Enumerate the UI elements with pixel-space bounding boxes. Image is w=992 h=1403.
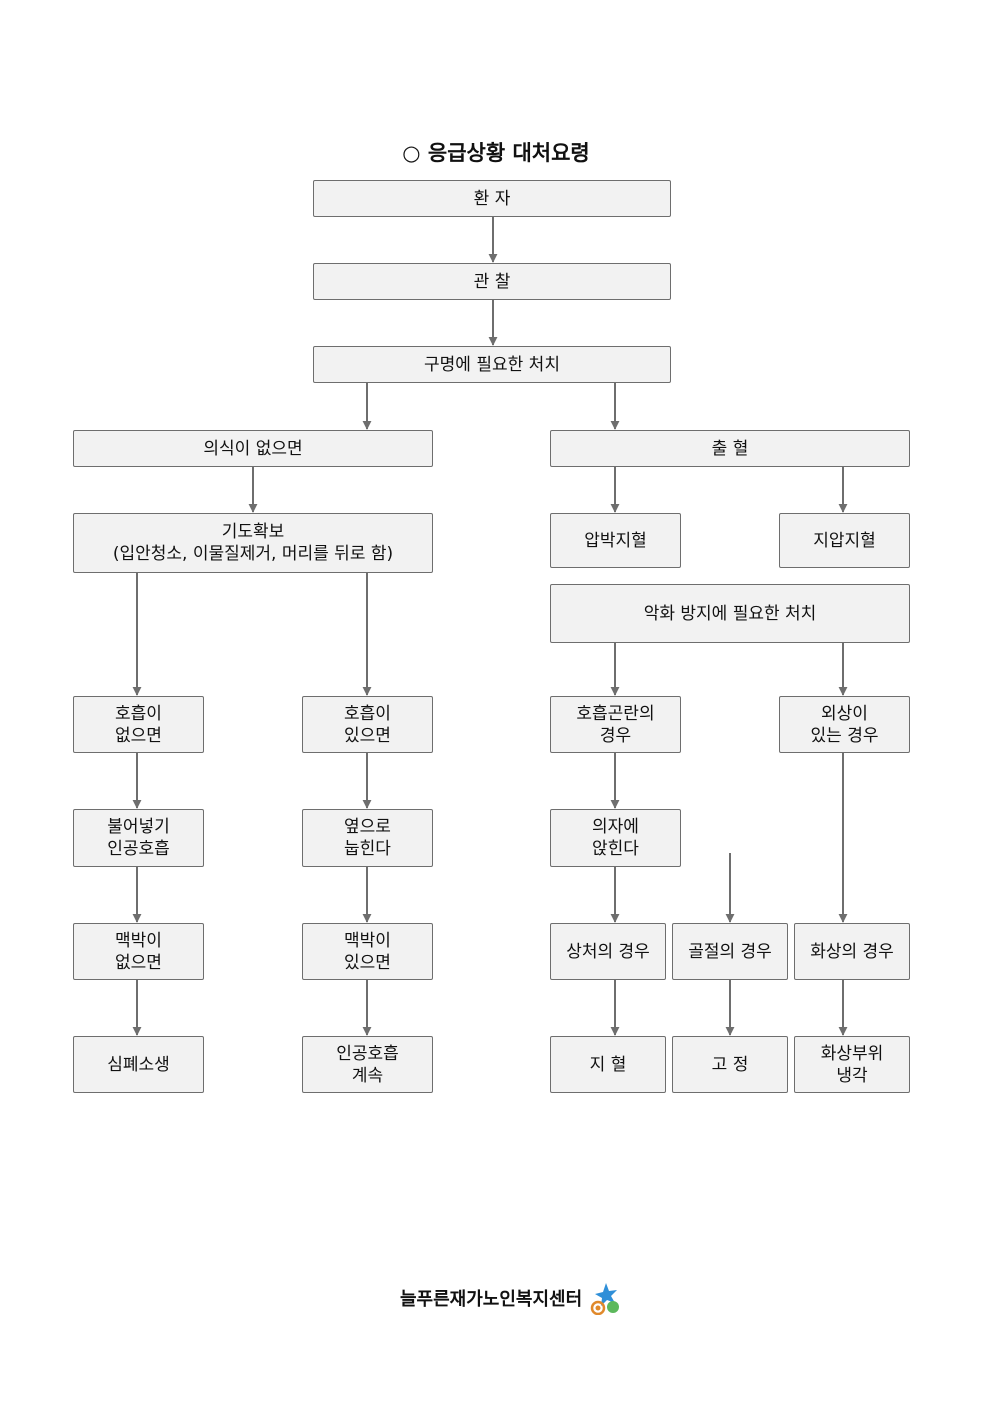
node-text-line: (입안청소, 이물질제거, 머리를 뒤로 함) <box>112 544 394 564</box>
node-stop: 지 혈 <box>550 1036 666 1093</box>
node-text-line: 인공호흡 <box>107 839 170 859</box>
node-text-line: 없으면 <box>115 725 162 746</box>
node-airway: 기도확보(입안청소, 이물질제거, 머리를 뒤로 함) <box>73 513 433 573</box>
node-text-line: 눕힌다 <box>344 839 391 859</box>
node-text-line: 외상이 <box>821 703 868 724</box>
node-text-line: 인공호흡 <box>336 1043 399 1064</box>
node-text-line: 화상부위 <box>820 1043 884 1064</box>
node-text-line: 불어넣기 <box>107 817 170 837</box>
node-fracture: 골절의 경우 <box>672 923 788 980</box>
node-unconscious: 의식이 없으면 <box>73 430 433 467</box>
node-prevent: 악화 방지에 필요한 처치 <box>550 584 910 643</box>
node-text-line: 지 혈 <box>589 1054 627 1075</box>
node-text-line: 의자에 <box>592 817 639 837</box>
page-title: ○ 응급상황 대처요령 <box>402 140 590 165</box>
node-text-line: 환 자 <box>473 188 511 209</box>
node-bleeding: 출 혈 <box>550 430 910 467</box>
node-burn: 화상의 경우 <box>794 923 910 980</box>
node-text-line: 맥박이 <box>115 930 162 951</box>
node-text-line: 앉힌다 <box>592 839 639 859</box>
node-text-line: 출 혈 <box>711 438 749 459</box>
node-text-line: 냉각 <box>836 1065 868 1086</box>
node-text-line: 맥박이 <box>344 930 391 951</box>
node-wound: 상처의 경우 <box>550 923 666 980</box>
node-text-line: 호흡이 <box>344 703 391 724</box>
node-text-line: 화상의 경우 <box>810 941 894 962</box>
node-text-line: 심폐소생 <box>107 1054 170 1075</box>
node-text-line: 옆으로 <box>344 817 391 837</box>
node-text-line: 관 찰 <box>473 271 511 292</box>
node-text-line: 없으면 <box>115 952 162 973</box>
node-text-line: 고 정 <box>711 1054 749 1075</box>
node-text-line: 상처의 경우 <box>566 941 650 962</box>
node-text-line: 있으면 <box>344 952 391 973</box>
node-text-line: 기도확보 <box>221 522 285 542</box>
node-text-line: 경우 <box>599 725 632 746</box>
footer-org-name: 늘푸른재가노인복지센터 <box>400 1289 583 1310</box>
node-pointpress: 지압지혈 <box>779 513 910 568</box>
node-text-line: 호흡곤란의 <box>576 703 655 724</box>
node-patient: 환 자 <box>313 180 671 217</box>
node-text-line: 있는 경우 <box>810 725 879 746</box>
node-lifesaving: 구명에 필요한 처치 <box>313 346 671 383</box>
node-text-line: 압박지혈 <box>584 530 647 551</box>
center-logo-icon <box>590 1283 620 1315</box>
node-text-line: 구명에 필요한 처치 <box>424 354 560 375</box>
node-text-line: 의식이 없으면 <box>203 438 303 459</box>
node-text-line: 계속 <box>351 1065 384 1086</box>
node-text-line: 악화 방지에 필요한 처치 <box>643 603 817 624</box>
node-text-line: 골절의 경우 <box>688 941 772 962</box>
node-text-line: 호흡이 <box>115 703 162 724</box>
node-text-line: 지압지혈 <box>813 530 876 551</box>
node-fix: 고 정 <box>672 1036 788 1093</box>
node-compress: 압박지혈 <box>550 513 681 568</box>
node-observe: 관 찰 <box>313 263 671 300</box>
node-text-line: 있으면 <box>344 725 391 746</box>
node-cpr: 심폐소생 <box>73 1036 204 1093</box>
footer: 늘푸른재가노인복지센터 <box>400 1281 622 1315</box>
